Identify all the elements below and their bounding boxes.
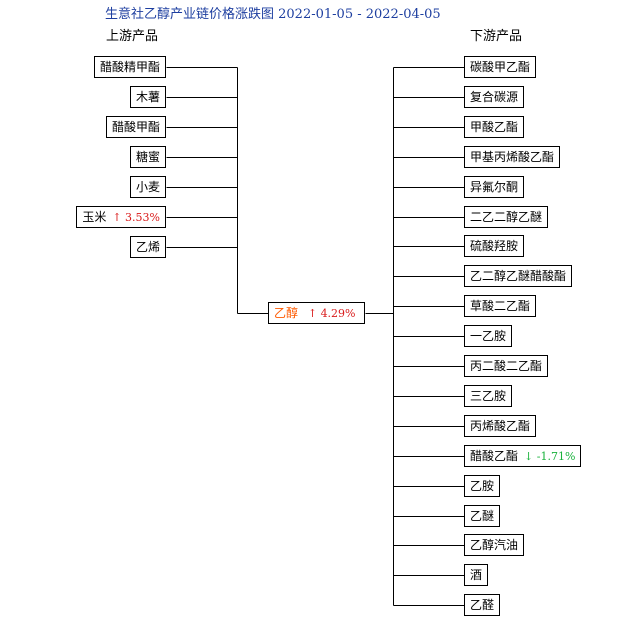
center-node-label: 乙醇 [274,306,299,320]
upstream-node-label: 玉米 [82,210,107,224]
downstream-node-label: 乙醛 [470,598,495,612]
upstream-node[interactable]: 醋酸精甲酯 [93,56,166,78]
downstream-node-label: 二乙二醇乙醚 [470,210,543,224]
downstream-node[interactable]: 二乙二醇乙醚 [464,206,549,228]
downstream-node-label: 草酸二乙酯 [470,299,531,313]
downstream-node[interactable]: 乙醛 [464,594,501,616]
downstream-node-label: 乙醇汽油 [470,538,519,552]
upstream-node-label: 糖蜜 [135,150,160,164]
downstream-node[interactable]: 乙醚 [464,505,501,527]
downstream-node-label: 异氟尔酮 [470,180,519,194]
center-change-value: 4.29% [320,307,356,320]
downstream-node[interactable]: 甲基丙烯酸乙酯 [464,146,561,168]
downstream-node[interactable]: 乙醇汽油 [464,534,525,556]
upstream-header: 上游产品 [106,29,159,44]
upstream-node-label: 小麦 [135,180,160,194]
downstream-node[interactable]: 醋酸乙酯 ↓ -1.71% [464,445,582,467]
downstream-node[interactable]: 复合碳源 [464,86,525,108]
downstream-node-label: 醋酸乙酯 [470,449,519,463]
upstream-node[interactable]: 糖蜜 [129,146,166,168]
downstream-node[interactable]: 酒 [464,564,489,586]
downstream-node-label: 乙二醇乙醚醋酸酯 [470,269,567,283]
upstream-node[interactable]: 木薯 [129,86,166,108]
upstream-node[interactable]: 醋酸甲酯 [105,116,166,138]
downstream-node[interactable]: 甲酸乙酯 [464,116,525,138]
upstream-node-label: 乙烯 [135,240,160,254]
center-node-change: ↑ 4.29% [308,307,356,320]
downstream-node-label: 硫酸羟胺 [470,239,519,253]
upstream-node-label: 醋酸甲酯 [111,120,160,134]
chart-title: 生意社乙醇产业链价格涨跌图 2022-01-05 - 2022-04-05 [105,7,441,22]
downstream-node[interactable]: 碳酸甲乙酯 [464,56,537,78]
downstream-node-label: 丙二酸二乙酯 [470,359,543,373]
downstream-node[interactable]: 乙二醇乙醚醋酸酯 [464,265,573,287]
downstream-node-change-value: -1.71% [536,450,576,463]
upstream-node[interactable]: 玉米 ↑ 3.53% [76,206,166,228]
upstream-node-change: ↑ 3.53% [112,211,160,224]
upstream-node-label: 木薯 [135,90,160,104]
downstream-node-label: 碳酸甲乙酯 [470,60,531,74]
downstream-node-label: 甲基丙烯酸乙酯 [470,150,555,164]
downstream-node-label: 甲酸乙酯 [470,120,519,134]
downstream-node[interactable]: 草酸二乙酯 [464,295,537,317]
downstream-node-label: 乙醚 [470,509,495,523]
downstream-node[interactable]: 三乙胺 [464,385,513,407]
downstream-node[interactable]: 硫酸羟胺 [464,235,525,257]
upstream-node[interactable]: 乙烯 [129,236,166,258]
downstream-node-label: 一乙胺 [470,329,507,343]
downstream-node[interactable]: 丙二酸二乙酯 [464,355,549,377]
downstream-node[interactable]: 异氟尔酮 [464,176,525,198]
downstream-node-label: 乙胺 [470,479,495,493]
downstream-node-label: 三乙胺 [470,389,507,403]
center-node-ethanol[interactable]: 乙醇 ↑ 4.29% [268,302,365,324]
downstream-node[interactable]: 丙烯酸乙酯 [464,415,537,437]
down-arrow-icon: ↓ [524,450,534,463]
up-arrow-icon: ↑ [307,307,318,320]
downstream-node[interactable]: 一乙胺 [464,325,513,347]
downstream-node-label: 酒 [470,568,483,582]
downstream-node[interactable]: 乙胺 [464,475,501,497]
upstream-node[interactable]: 小麦 [129,176,166,198]
upstream-node-label: 醋酸精甲酯 [99,60,160,74]
up-arrow-icon: ↑ [112,211,122,224]
downstream-node-label: 复合碳源 [470,90,519,104]
upstream-node-change-value: 3.53% [125,211,160,224]
downstream-header: 下游产品 [470,29,523,44]
downstream-node-label: 丙烯酸乙酯 [470,419,531,433]
downstream-node-change: ↓ -1.71% [524,450,575,463]
